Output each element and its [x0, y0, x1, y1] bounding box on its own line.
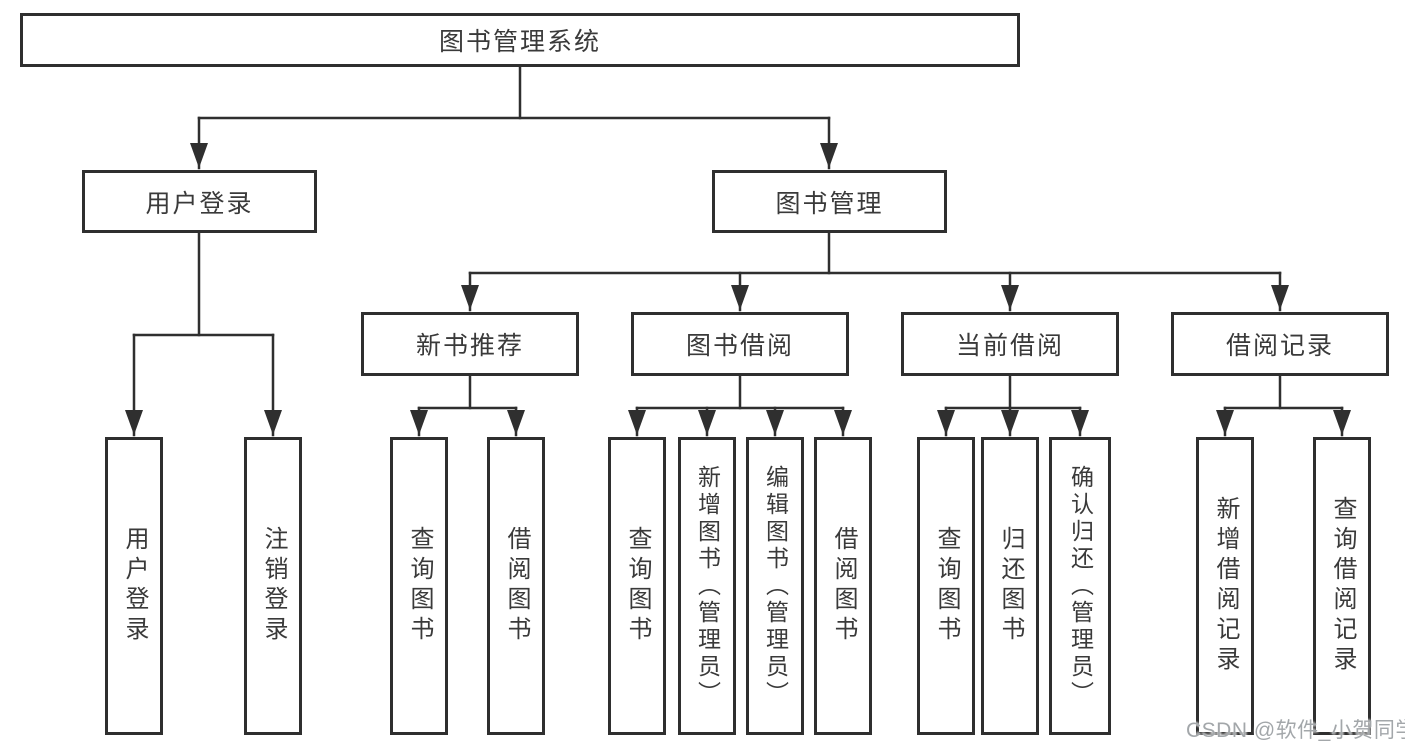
leaf-query-books-borrow-label: 查询图书 [624, 526, 651, 646]
leaf-confirm-return-admin-label: 确认归还（管理员） [1067, 464, 1094, 708]
leaf-query-books-borrow: 查询图书 [608, 437, 666, 735]
leaf-return-books-label: 归还图书 [997, 526, 1024, 646]
leaf-query-books-current: 查询图书 [917, 437, 975, 735]
node-root-label: 图书管理系统 [438, 28, 601, 56]
leaf-logout: 注销登录 [244, 437, 302, 735]
leaf-query-books-recommend-label: 查询图书 [406, 526, 433, 646]
leaf-edit-book-admin-label: 编辑图书（管理员） [762, 464, 789, 708]
leaf-query-books-current-label: 查询图书 [933, 526, 960, 646]
node-root: 图书管理系统 [20, 13, 1020, 67]
leaf-edit-book-admin: 编辑图书（管理员） [746, 437, 804, 735]
leaf-add-book-admin-label: 新增图书（管理员） [694, 464, 721, 708]
node-book-management-label: 图书管理 [775, 189, 884, 218]
leaf-add-borrow-record: 新增借阅记录 [1196, 437, 1254, 735]
leaf-query-borrow-record-label: 查询借阅记录 [1329, 496, 1356, 676]
node-new-book-recommend-label: 新书推荐 [415, 332, 524, 360]
node-borrow-records: 借阅记录 [1171, 312, 1389, 376]
node-user-login: 用户登录 [82, 170, 317, 233]
leaf-confirm-return-admin: 确认归还（管理员） [1049, 437, 1111, 735]
node-book-borrow: 图书借阅 [631, 312, 849, 376]
node-book-borrow-label: 图书借阅 [685, 332, 794, 360]
node-borrow-records-label: 借阅记录 [1225, 332, 1334, 360]
node-current-borrow-label: 当前借阅 [955, 332, 1064, 360]
node-current-borrow: 当前借阅 [901, 312, 1119, 376]
node-new-book-recommend: 新书推荐 [361, 312, 579, 376]
leaf-query-borrow-record: 查询借阅记录 [1313, 437, 1371, 735]
leaf-return-books: 归还图书 [981, 437, 1039, 735]
watermark: CSDN @软件_小贺同学 [1186, 719, 1405, 742]
leaf-borrow-books-recommend-label: 借阅图书 [503, 526, 530, 646]
leaf-borrow-books-recommend: 借阅图书 [487, 437, 545, 735]
leaf-user-login: 用户登录 [105, 437, 163, 735]
leaf-borrow-books-label: 借阅图书 [830, 526, 857, 646]
leaf-add-borrow-record-label: 新增借阅记录 [1212, 496, 1239, 676]
leaf-logout-label: 注销登录 [260, 526, 287, 646]
leaf-user-login-label: 用户登录 [121, 526, 148, 646]
leaf-borrow-books: 借阅图书 [814, 437, 872, 735]
leaf-query-books-recommend: 查询图书 [390, 437, 448, 735]
leaf-add-book-admin: 新增图书（管理员） [678, 437, 736, 735]
node-book-management: 图书管理 [712, 170, 947, 233]
node-user-login-label: 用户登录 [145, 189, 254, 218]
